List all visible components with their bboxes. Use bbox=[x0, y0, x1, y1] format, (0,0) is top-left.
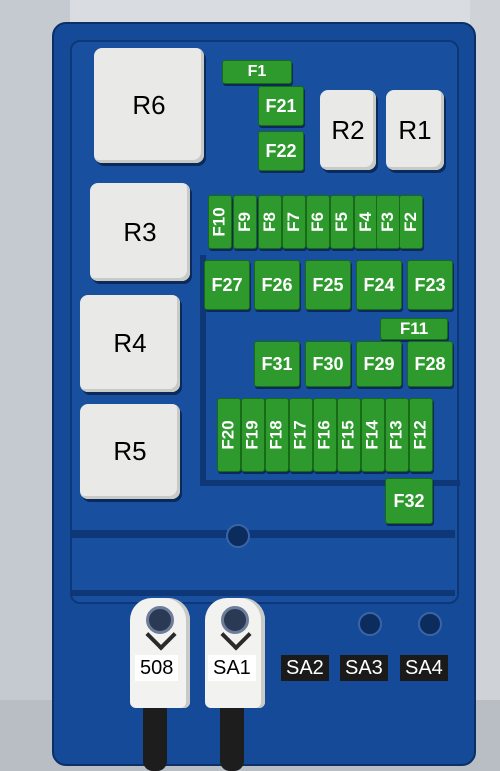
relay-r5: R5 bbox=[80, 404, 180, 499]
relay-r3: R3 bbox=[90, 183, 190, 281]
terminal-label-sa2: SA2 bbox=[281, 655, 329, 681]
terminal-sa4-post bbox=[418, 612, 442, 636]
fuse-f22: F22 bbox=[258, 131, 304, 171]
fuse-f7: F7 bbox=[282, 195, 306, 249]
cable-sa1 bbox=[220, 700, 244, 771]
fuse-f23: F23 bbox=[407, 260, 453, 310]
fuse-f11: F11 bbox=[380, 318, 448, 340]
fuse-f29: F29 bbox=[356, 341, 402, 387]
fuse-f2: F2 bbox=[399, 195, 423, 249]
fuse-f16: F16 bbox=[313, 398, 337, 472]
terminal-sa1-bolt bbox=[221, 606, 249, 634]
relay-r1: R1 bbox=[386, 90, 444, 170]
terminal-label-508: 508 bbox=[135, 655, 179, 681]
fuse-f20: F20 bbox=[217, 398, 241, 472]
terminal-508-bolt bbox=[146, 606, 174, 634]
cable-508 bbox=[143, 700, 167, 771]
fuse-f25: F25 bbox=[305, 260, 351, 310]
housing-rib-3 bbox=[70, 530, 455, 538]
fuse-f24: F24 bbox=[356, 260, 402, 310]
fuse-f32: F32 bbox=[385, 478, 433, 524]
fuse-f3: F3 bbox=[376, 195, 400, 249]
fuse-f21: F21 bbox=[258, 86, 304, 126]
relay-r4: R4 bbox=[80, 295, 180, 392]
terminal-sa3-post bbox=[358, 612, 382, 636]
fuse-f31: F31 bbox=[254, 341, 300, 387]
terminal-label-sa4: SA4 bbox=[400, 655, 448, 681]
fuse-f19: F19 bbox=[241, 398, 265, 472]
terminal-label-sa1: SA1 bbox=[208, 655, 256, 681]
fuse-f14: F14 bbox=[361, 398, 385, 472]
fuse-f26: F26 bbox=[254, 260, 300, 310]
fuse-f28: F28 bbox=[407, 341, 453, 387]
terminal-label-sa3: SA3 bbox=[340, 655, 388, 681]
relay-r2: R2 bbox=[320, 90, 376, 170]
fuse-f10: F10 bbox=[208, 195, 232, 249]
housing-rib-1 bbox=[200, 255, 206, 485]
relay-r6: R6 bbox=[94, 48, 204, 163]
fuse-f6: F6 bbox=[306, 195, 330, 249]
housing-rib-4 bbox=[70, 590, 455, 596]
fuse-f5: F5 bbox=[330, 195, 354, 249]
fuse-f17: F17 bbox=[289, 398, 313, 472]
fuse-f30: F30 bbox=[305, 341, 351, 387]
fuse-f18: F18 bbox=[265, 398, 289, 472]
fuse-f13: F13 bbox=[385, 398, 409, 472]
fuse-f12: F12 bbox=[409, 398, 433, 472]
fuse-f15: F15 bbox=[337, 398, 361, 472]
fuse-f1: F1 bbox=[222, 60, 292, 84]
fuse-f4: F4 bbox=[354, 195, 378, 249]
fuse-f27: F27 bbox=[204, 260, 250, 310]
housing-rib-2 bbox=[200, 480, 460, 486]
mounting-post bbox=[226, 524, 250, 548]
fuse-f8: F8 bbox=[258, 195, 282, 249]
fuse-f9: F9 bbox=[233, 195, 257, 249]
